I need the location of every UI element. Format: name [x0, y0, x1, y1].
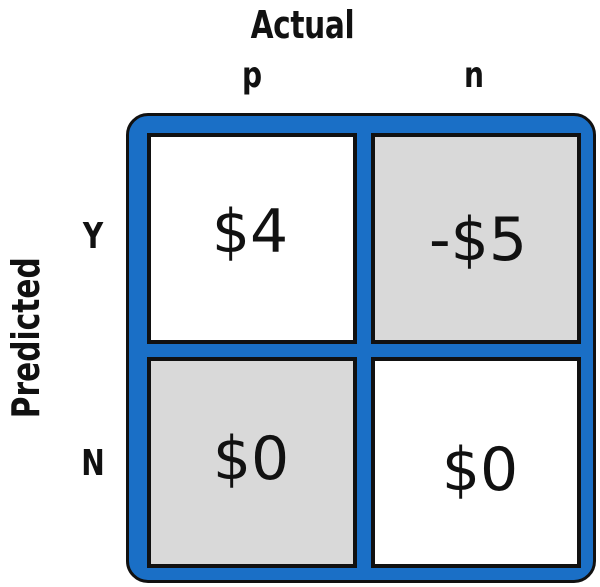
column-header-p: p: [241, 55, 263, 96]
matrix-cell-y-p: $4: [147, 133, 357, 344]
cost-benefit-matrix: $4 -$5 $0 $0: [126, 113, 596, 583]
predicted-axis-title: Predicted: [4, 257, 48, 419]
matrix-cell-n-n: $0: [371, 357, 581, 568]
column-header-n: n: [463, 55, 484, 96]
cell-value-y-n: -$5: [429, 204, 527, 275]
cell-value-y-p: $4: [211, 196, 289, 267]
row-header-n: N: [81, 443, 105, 484]
matrix-cell-n-p: $0: [147, 357, 357, 568]
cell-value-n-p: $0: [212, 423, 290, 494]
actual-axis-title: Actual: [250, 3, 355, 47]
matrix-cell-y-n: -$5: [371, 133, 581, 344]
row-header-y: Y: [82, 216, 104, 257]
cell-value-n-n: $0: [441, 434, 519, 505]
